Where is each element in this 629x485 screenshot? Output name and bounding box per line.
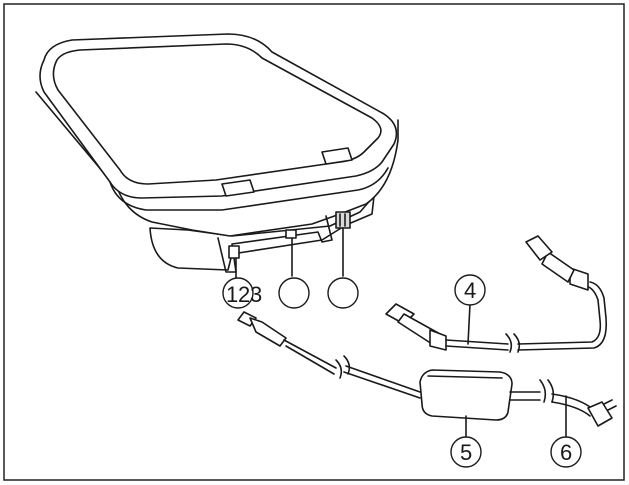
callout-5-label: 5 — [460, 440, 472, 465]
scanner-lid-top — [52, 43, 382, 185]
callout-3-circle — [327, 277, 359, 309]
ac-cable-break — [539, 379, 555, 403]
scanner-back-panel — [217, 215, 333, 273]
power-switch — [335, 211, 351, 229]
callout-6-label: 6 — [560, 440, 572, 465]
scanner-lid-edge — [109, 167, 389, 211]
usb-ferrite-left — [429, 329, 447, 351]
callout-5-circle — [450, 436, 482, 468]
usb-cable — [385, 235, 608, 353]
callout-2-circle — [278, 277, 310, 309]
usb-cable-line-2 — [517, 281, 608, 351]
callout-1-circle — [222, 277, 254, 309]
power-adapter-cable — [237, 311, 617, 427]
dc-plug-body — [249, 317, 287, 347]
callout-4-label: 4 — [464, 278, 476, 303]
lid-latch-left — [221, 179, 255, 197]
dc-cable-2 — [343, 365, 421, 399]
ac-plug — [587, 401, 613, 427]
callout-4-circle — [454, 274, 486, 306]
usb-port — [285, 229, 297, 239]
scanner-device — [35, 33, 399, 273]
adapter-brick — [419, 369, 513, 421]
lid-latch-right — [321, 147, 353, 165]
ac-cable — [509, 391, 541, 401]
usb-plug-right — [525, 235, 553, 261]
dc-cable — [283, 339, 337, 375]
power-port — [228, 245, 240, 259]
callout-2-label: 2 — [238, 282, 250, 307]
callout-6-circle — [550, 436, 582, 468]
dc-cable-break — [335, 355, 351, 379]
callout-3-label: 3 — [250, 282, 262, 307]
callout-1-label: 1 — [226, 282, 238, 307]
usb-plug-right-body — [541, 251, 575, 283]
leader-4 — [467, 303, 471, 345]
usb-cable-line — [445, 339, 509, 351]
